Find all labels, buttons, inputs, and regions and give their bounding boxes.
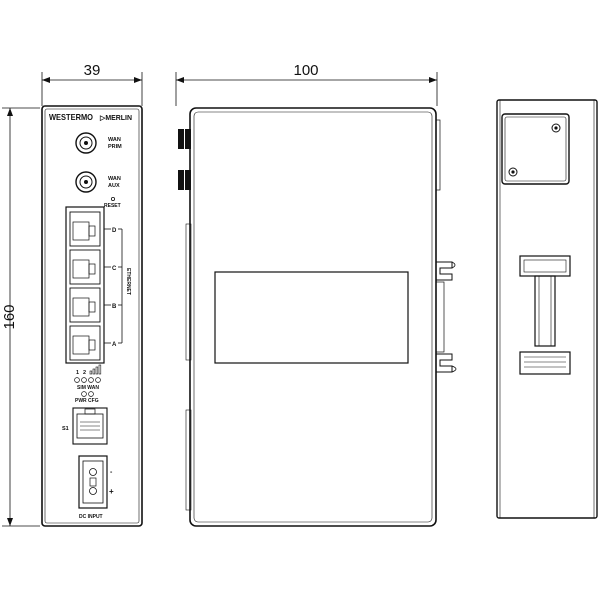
din-rail-clip	[435, 261, 457, 373]
mounting-plate	[501, 113, 570, 185]
dc-input-label: DC INPUT	[79, 514, 103, 520]
screw-icon	[551, 123, 561, 133]
front-view: WESTERMO ▷MERLIN WAN PRIM WAN AUX RESET	[41, 105, 143, 527]
sim-wan-leds	[74, 377, 101, 383]
sim-number-2: 2	[83, 370, 86, 376]
dimension-height: 160	[1, 107, 40, 527]
dc-input-connector	[78, 455, 108, 509]
port-label-b: B	[112, 304, 117, 310]
ethernet-port-b	[69, 287, 101, 323]
screw-icon	[508, 167, 518, 177]
pwr-cfg-leds	[81, 391, 94, 397]
side-view	[178, 107, 457, 527]
ethernet-port-d	[69, 211, 101, 247]
ethernet-label: ETHERNET	[125, 268, 131, 295]
sim-number-1: 1	[76, 370, 79, 376]
wan-prim-connector-icon	[75, 132, 97, 154]
antenna-connector-top	[178, 129, 191, 149]
antenna-connector-bottom	[178, 170, 191, 190]
dc-plus-label: +	[109, 487, 114, 496]
ethernet-port-c	[69, 249, 101, 285]
brand-merlin: ▷MERLIN	[99, 115, 132, 122]
wan-aux-label-1: WAN	[108, 176, 121, 182]
brand-westermo: WESTERMO	[49, 112, 93, 122]
ethernet-port-block	[65, 206, 105, 364]
side-width-label: 100	[293, 62, 318, 79]
dimension-front-width: 39	[41, 62, 143, 106]
serial-port-s1	[72, 407, 108, 445]
port-label-c: C	[112, 266, 117, 272]
port-label-d: D	[112, 228, 117, 234]
din-rail-slot	[519, 255, 571, 375]
dimension-side-width: 100	[175, 62, 438, 106]
ethernet-port-a	[69, 325, 101, 361]
wan-aux-label-2: AUX	[108, 183, 120, 189]
back-view	[496, 99, 598, 519]
height-label: 160	[1, 304, 18, 329]
front-width-label: 39	[84, 62, 101, 79]
pwr-cfg-label: PWR CFG	[75, 398, 99, 404]
label-area	[214, 271, 409, 364]
signal-strength-icon	[89, 364, 102, 375]
wan-prim-label-2: PRIM	[108, 144, 122, 150]
sim-wan-label: SIM WAN	[77, 385, 99, 391]
reset-button-icon	[111, 196, 116, 201]
reset-label: RESET	[104, 203, 121, 209]
wan-prim-label-1: WAN	[108, 137, 121, 143]
dc-minus-label: -	[110, 469, 113, 476]
port-label-a: A	[112, 342, 117, 348]
wan-aux-connector-icon	[75, 171, 97, 193]
serial-port-label: S1	[62, 426, 69, 432]
